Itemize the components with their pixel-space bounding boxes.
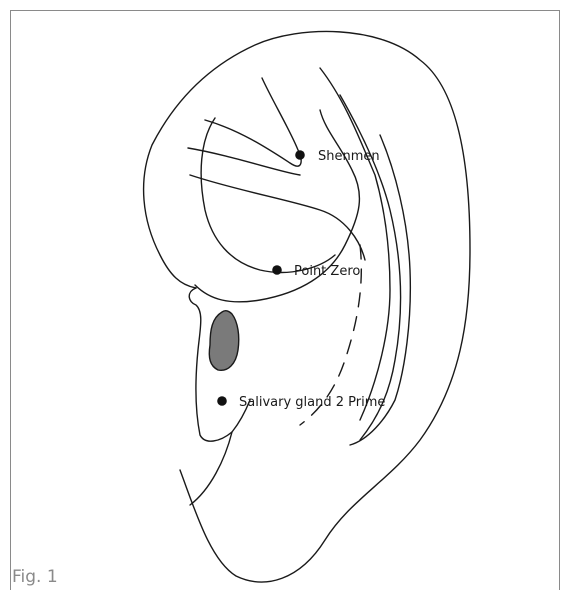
shenmen-label: Shenmen <box>318 149 380 164</box>
earlobe-inner <box>190 432 232 505</box>
ear-outer-outline <box>144 31 470 581</box>
salivary-gland-point <box>217 396 227 406</box>
antihelix-line-1 <box>320 68 390 420</box>
point-zero-point <box>272 265 282 275</box>
antihelix-crus <box>190 175 365 260</box>
shenmen-point <box>295 150 305 160</box>
triangular-fossa-lower <box>188 148 300 175</box>
point-zero-label: Point Zero <box>294 264 360 279</box>
concha-curve <box>201 118 335 272</box>
triangular-fossa-upper <box>205 78 301 166</box>
figure-caption: Fig. 1 <box>12 566 64 588</box>
tragus-marker-shape <box>209 311 238 371</box>
salivary-gland-label: Salivary gland 2 Prime <box>239 395 385 410</box>
